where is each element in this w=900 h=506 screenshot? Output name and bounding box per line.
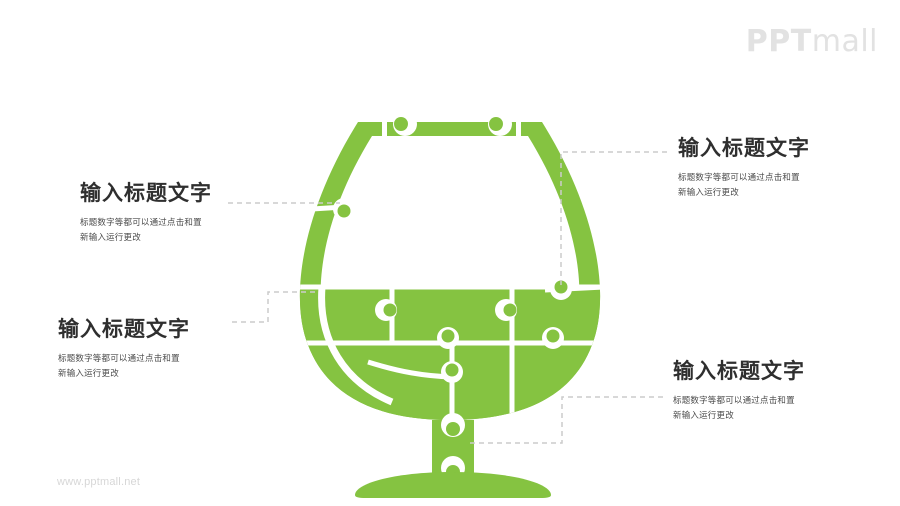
callout-right-bottom-body-line2: 新输入运行更改: [673, 410, 734, 421]
callout-left-top-title: 输入标题文字: [80, 182, 212, 205]
callout-left-top-body-line2: 新输入运行更改: [80, 232, 141, 243]
connector-lines: [228, 151, 668, 444]
callout-right-top-body-line2: 新输入运行更改: [678, 187, 739, 198]
logo-text-mall: mall: [811, 24, 878, 59]
callout-left-bottom-title: 输入标题文字: [58, 318, 190, 341]
callout-left-top[interactable]: 输入标题文字 标题数字等都可以通过点击和置 新输入运行更改: [80, 182, 295, 245]
callout-left-bottom[interactable]: 输入标题文字 标题数字等都可以通过点击和置 新输入运行更改: [58, 318, 273, 381]
brand-logo: PPTmall: [746, 24, 878, 59]
callout-right-top-title: 输入标题文字: [678, 137, 810, 160]
glass-highlight-arc: [318, 286, 394, 406]
callout-left-bottom-body-line2: 新输入运行更改: [58, 368, 119, 379]
callout-right-top-body: 标题数字等都可以通过点击和置 新输入运行更改: [678, 170, 828, 200]
connector-right-bottom: [470, 396, 666, 444]
callout-right-bottom-title: 输入标题文字: [673, 360, 805, 383]
puzzle-knobs: [375, 299, 564, 383]
sidewall-joints: [295, 198, 605, 300]
rim-notches: [372, 110, 528, 141]
glass-base: [355, 472, 551, 498]
callout-right-top-body-line1: 标题数字等都可以通过点击和置: [678, 172, 800, 183]
callout-right-top[interactable]: 输入标题文字 标题数字等都可以通过点击和置 新输入运行更改: [678, 137, 893, 200]
callout-right-bottom-body-line1: 标题数字等都可以通过点击和置: [673, 395, 795, 406]
logo-text-ppt: PPT: [745, 24, 812, 59]
connector-left-bottom: [232, 291, 316, 323]
glass-bowl: [295, 110, 605, 420]
footer-url: www.pptmall.net: [57, 476, 141, 488]
callout-left-top-body-line1: 标题数字等都可以通过点击和置: [80, 217, 202, 228]
callout-left-bottom-body-line1: 标题数字等都可以通过点击和置: [58, 353, 180, 364]
callout-right-bottom-body: 标题数字等都可以通过点击和置 新输入运行更改: [673, 393, 823, 423]
glass-stem: [432, 413, 474, 480]
callout-right-bottom[interactable]: 输入标题文字 标题数字等都可以通过点击和置 新输入运行更改: [673, 360, 888, 423]
callout-left-bottom-body: 标题数字等都可以通过点击和置 新输入运行更改: [58, 351, 208, 381]
callout-left-top-body: 标题数字等都可以通过点击和置 新输入运行更改: [80, 215, 230, 245]
